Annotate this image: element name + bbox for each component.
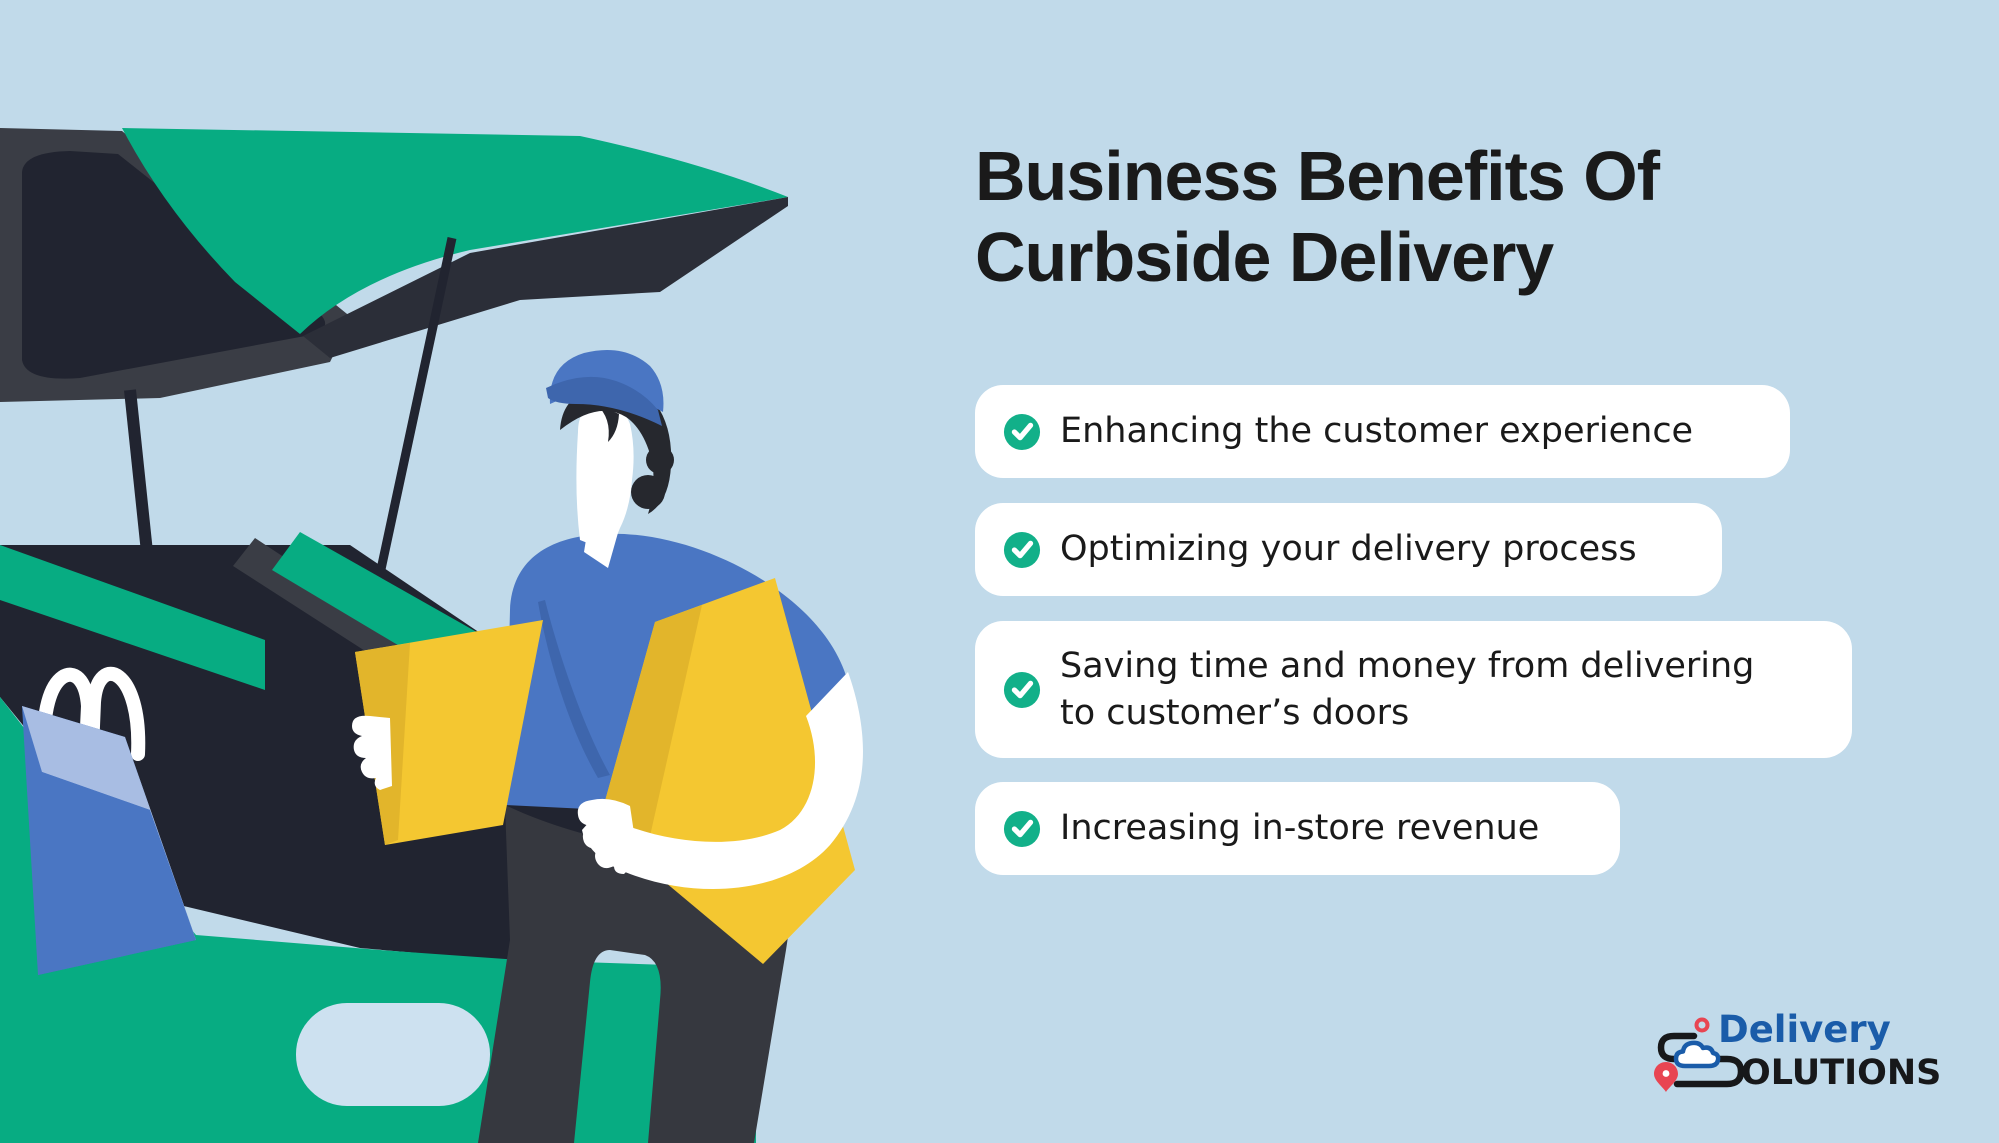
benefit-card-4: Increasing in-store revenue [975,782,1620,875]
trunk-strut-long [363,237,457,631]
hair-curl-2 [646,446,674,474]
delivery-solutions-logo: Delivery OLUTIONS [1654,1008,1941,1093]
benefit-line: Increasing in-store revenue [1060,808,1540,848]
person-face [576,402,634,552]
benefit-text: Optimizing your delivery process [1060,526,1637,573]
benefit-line: Optimizing your delivery process [1060,529,1637,569]
shirt-crease [538,600,610,778]
logo-word-solutions: OLUTIONS [1741,1053,1941,1093]
person-ear [614,439,631,466]
benefit-text: Enhancing the customer experience [1060,408,1693,455]
benefit-line: Enhancing the customer experience [1060,411,1694,451]
logo-word-delivery: Delivery [1718,1008,1891,1051]
bag-side-panel [125,737,196,940]
page-title: Business Benefits Of Curbside Delivery [975,136,1660,298]
cap-visor [546,376,662,426]
check-icon [1003,531,1041,568]
logo-cloud-icon [1673,1040,1721,1069]
title-line-1: Business Benefits Of [975,137,1660,215]
benefit-card-2: Optimizing your delivery process [975,503,1722,596]
benefit-card-3: Saving time and money from delivering to… [975,621,1852,758]
check-icon [1003,413,1041,450]
bag-front [38,772,196,975]
car-deck-left [0,545,265,690]
person-hair [560,386,672,514]
package-side-fold [598,605,702,845]
logo-pin-hole [1662,1070,1670,1077]
check-icon [1003,810,1041,847]
bag-inner-panel [22,706,150,810]
trunk-lid-panel [122,128,788,334]
logo-pin-top-icon [1694,1017,1710,1033]
person-right-hand [577,798,638,874]
benefit-line: to customer’s doors [1060,692,1410,733]
benefit-line: Saving time and money from delivering [1060,645,1755,686]
trunk-lid [0,128,788,402]
trunk-lid-underside [303,197,788,358]
title-line-2: Curbside Delivery [975,218,1554,296]
delivery-person [352,349,863,1143]
curbside-delivery-illustration [0,128,863,1143]
benefit-text: Saving time and money from delivering to… [1060,643,1754,737]
hair-curl [631,475,665,509]
person-left-hand [352,715,392,790]
check-icon [1003,671,1041,708]
bag-handle-right [85,666,146,761]
hair-strand [596,404,619,442]
tail-light [296,1003,490,1106]
logo-pin-bottom-icon [1654,1062,1678,1092]
person-arm [582,672,863,890]
benefit-card-1: Enhancing the customer experience [975,385,1790,478]
benefit-text: Increasing in-store revenue [1060,805,1539,852]
shopping-bag [22,666,196,975]
trunk-lid-window [22,151,326,379]
